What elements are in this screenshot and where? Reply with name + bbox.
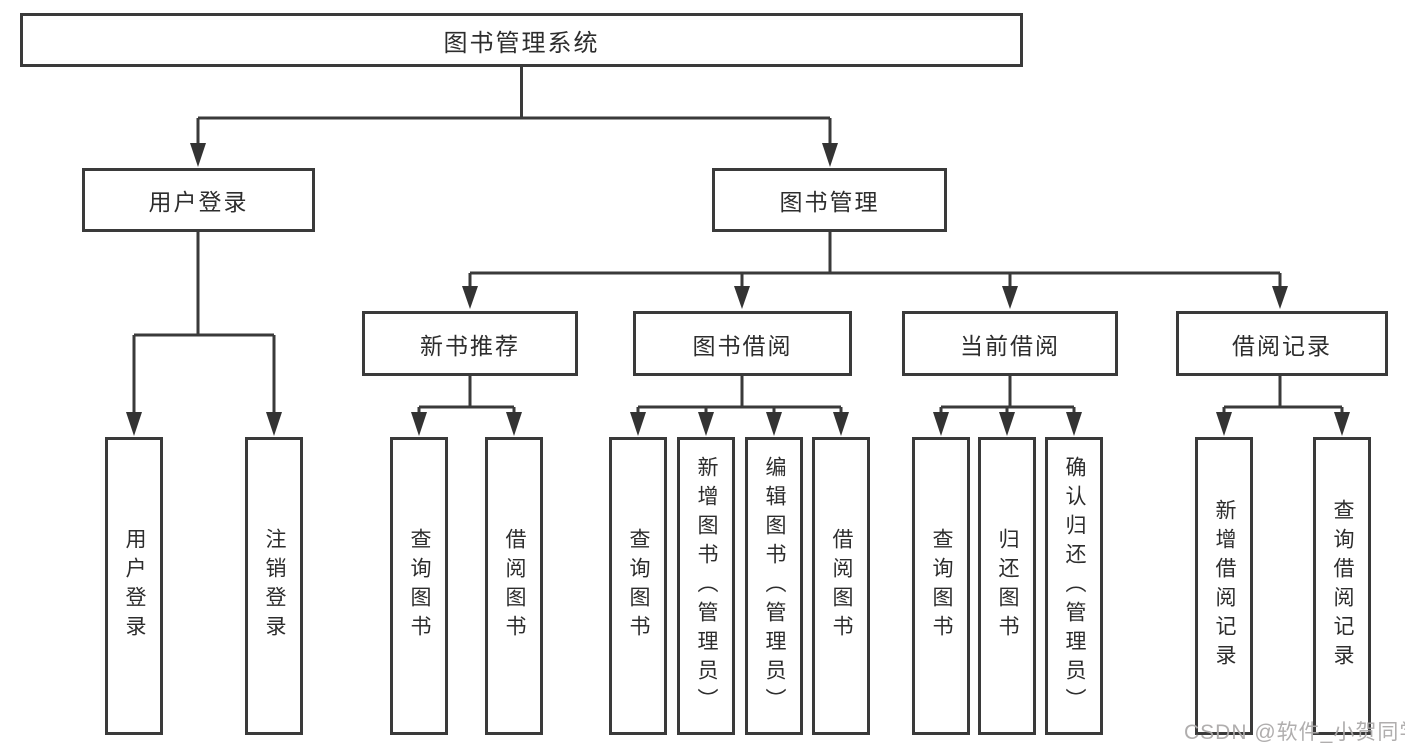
leaf-query-books-current: 查询图书 xyxy=(912,437,970,735)
leaf-confirm-return-admin: 确认归还（管理员） xyxy=(1045,437,1103,735)
leaf-user-login-label: 用户登录 xyxy=(123,528,146,644)
connector-book-borrow-to-leaves xyxy=(630,376,849,436)
leaf-logout-label: 注销登录 xyxy=(263,528,286,644)
leaf-add-borrow-record: 新增借阅记录 xyxy=(1195,437,1253,735)
leaf-query-books-current-label: 查询图书 xyxy=(930,528,953,644)
connector-current-borrow-to-leaves xyxy=(933,376,1082,436)
node-user-login-label: 用户登录 xyxy=(148,189,249,215)
leaf-query-books-rec-label: 查询图书 xyxy=(408,528,431,644)
watermark: CSDN @软件_小贺同学 xyxy=(1184,721,1405,744)
connector-root-to-branches xyxy=(190,67,838,167)
node-book-borrow-label: 图书借阅 xyxy=(692,332,793,359)
leaf-add-books-admin: 新增图书（管理员） xyxy=(677,437,735,735)
leaf-add-borrow-record-label: 新增借阅记录 xyxy=(1213,499,1236,673)
leaf-confirm-return-admin-label: 确认归还（管理员） xyxy=(1063,455,1086,717)
leaf-borrow-books-rec: 借阅图书 xyxy=(485,437,543,735)
leaf-edit-books-admin: 编辑图书（管理员） xyxy=(745,437,803,735)
leaf-user-login: 用户登录 xyxy=(105,437,163,735)
node-current-borrow-label: 当前借阅 xyxy=(960,332,1060,359)
node-book-mgmt: 图书管理 xyxy=(712,168,947,232)
leaf-query-books-borrow: 查询图书 xyxy=(609,437,667,735)
connector-book-mgmt-to-groups xyxy=(462,232,1288,309)
leaf-logout: 注销登录 xyxy=(245,437,303,735)
node-new-book-rec-label: 新书推荐 xyxy=(420,332,520,359)
node-borrow-records-label: 借阅记录 xyxy=(1232,332,1332,359)
leaf-return-books: 归还图书 xyxy=(978,437,1036,735)
leaf-query-books-borrow-label: 查询图书 xyxy=(627,528,650,644)
leaf-add-books-admin-label: 新增图书（管理员） xyxy=(695,455,718,717)
node-book-mgmt-label: 图书管理 xyxy=(779,189,880,215)
leaf-return-books-label: 归还图书 xyxy=(996,528,1019,644)
connector-user-login-to-leaves xyxy=(126,232,282,436)
leaf-query-books-rec: 查询图书 xyxy=(390,437,448,735)
node-borrow-records: 借阅记录 xyxy=(1176,311,1388,376)
leaf-query-borrow-record-label: 查询借阅记录 xyxy=(1331,499,1354,673)
node-new-book-rec: 新书推荐 xyxy=(362,311,578,376)
node-book-borrow: 图书借阅 xyxy=(633,311,852,376)
connector-new-book-rec-to-leaves xyxy=(411,376,522,436)
node-current-borrow: 当前借阅 xyxy=(902,311,1118,376)
node-root-label: 图书管理系统 xyxy=(443,29,600,57)
node-user-login: 用户登录 xyxy=(82,168,315,232)
node-root-system: 图书管理系统 xyxy=(20,13,1023,67)
leaf-borrow-books-label: 借阅图书 xyxy=(830,528,853,644)
connector-borrow-records-to-leaves xyxy=(1216,376,1350,436)
leaf-query-borrow-record: 查询借阅记录 xyxy=(1313,437,1371,735)
leaf-borrow-books: 借阅图书 xyxy=(812,437,870,735)
leaf-borrow-books-rec-label: 借阅图书 xyxy=(503,528,526,644)
leaf-edit-books-admin-label: 编辑图书（管理员） xyxy=(763,455,786,717)
